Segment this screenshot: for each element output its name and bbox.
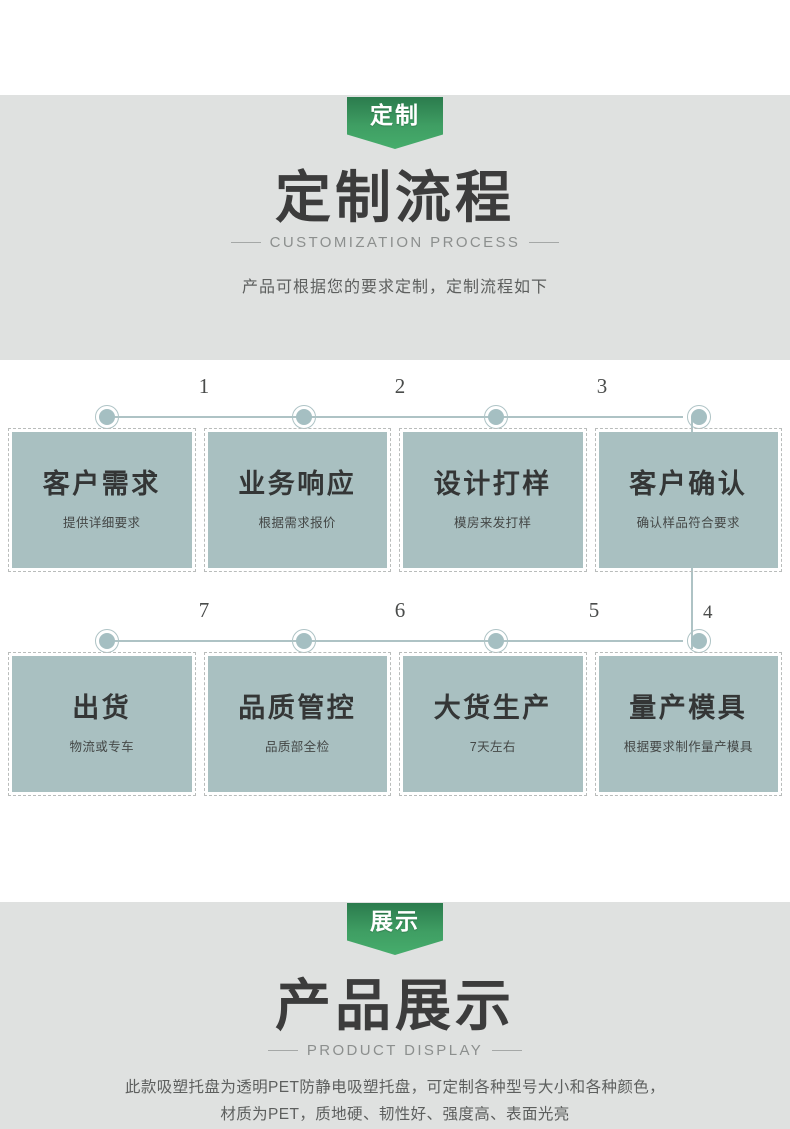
flow-card-5: 大货生产 7天左右 [399, 652, 587, 796]
product-description: 此款吸塑托盘为透明PET防静电吸塑托盘，可定制各种型号大小和各种颜色， 材质为P… [0, 1074, 790, 1128]
flow-card-row-2: 出货 物流或专车 品质管控 品质部全检 大货生产 7天左右 量产模具 [0, 652, 790, 796]
flow-card-5-subtitle: 7天左右 [469, 739, 516, 754]
flow-card-4-inner: 客户确认 确认样品符合要求 [598, 432, 778, 568]
flow-card-4-title: 客户确认 [629, 469, 748, 500]
customize-ribbon-label: 定制 [370, 102, 420, 128]
flow-step-number-2: 2 [394, 374, 406, 398]
rule-left-icon [230, 242, 261, 244]
flow-card-4-bottom-subtitle: 根据要求制作量产模具 [623, 739, 753, 754]
flow-card-7: 出货 物流或专车 [8, 652, 196, 796]
display-title-en-wrap: PRODUCT DISPLAY [0, 1042, 790, 1059]
flow-card-2: 业务响应 根据需求报价 [203, 428, 391, 572]
flow-card-6-inner: 品质管控 品质部全检 [207, 656, 387, 792]
timeline-track-row2 [107, 640, 683, 642]
flow-card-1-subtitle: 提供详细要求 [63, 515, 141, 530]
flow-step-number-6: 6 [394, 598, 406, 622]
flow-card-3-title: 设计打样 [433, 469, 552, 500]
flow-node-4-bottom [687, 629, 711, 653]
flow-step-number-5: 5 [588, 598, 600, 622]
flow-card-7-inner: 出货 物流或专车 [12, 656, 192, 792]
flow-step-number-1: 1 [198, 374, 210, 398]
flow-card-7-title: 出货 [72, 693, 132, 724]
flow-card-4: 客户确认 确认样品符合要求 [594, 428, 782, 572]
flow-node-3 [484, 405, 508, 429]
flow-card-4-bottom: 量产模具 根据要求制作量产模具 [594, 652, 782, 796]
flow-card-2-inner: 业务响应 根据需求报价 [207, 432, 387, 568]
flow-card-6-title: 品质管控 [238, 693, 357, 724]
flow-card-5-inner: 大货生产 7天左右 [403, 656, 583, 792]
customize-title-en-wrap: CUSTOMIZATION PROCESS [0, 234, 790, 251]
customize-title-cn: 定制流程 [275, 166, 515, 229]
flow-card-1-title: 客户需求 [42, 469, 161, 500]
flow-card-1-inner: 客户需求 提供详细要求 [12, 432, 192, 568]
flow-step-number-4: 4 [703, 602, 713, 623]
product-description-line-2: 材质为PET，质地硬、韧性好、强度高、表面光亮 [220, 1106, 570, 1123]
customization-flow: 1 2 3 客户需求 提供详细要求 业务响应 根据需求报价 设计打样 [0, 360, 790, 796]
flow-card-4-bottom-title: 量产模具 [629, 693, 748, 724]
flow-node-1 [95, 405, 119, 429]
rule-right-icon [492, 1050, 523, 1052]
flow-card-4-subtitle: 确认样品符合要求 [636, 515, 740, 530]
flow-card-2-subtitle: 根据需求报价 [258, 515, 336, 530]
customize-title-en: CUSTOMIZATION PROCESS [269, 234, 521, 252]
customize-heading: 定制流程 CUSTOMIZATION PROCESS 产品可根据您的要求定制，定… [0, 166, 790, 297]
flow-card-3-subtitle: 模房来发打样 [454, 515, 532, 530]
rule-left-icon [267, 1050, 298, 1052]
flow-step-number-3: 3 [596, 374, 608, 398]
flow-node-6 [292, 629, 316, 653]
flow-node-4-top [687, 405, 711, 429]
flow-timeline-row1: 1 2 3 [8, 360, 782, 429]
display-ribbon-label: 展示 [370, 908, 420, 934]
rule-right-icon [529, 242, 560, 244]
flow-timeline-row2: 7 6 5 4 [8, 584, 782, 653]
flow-card-7-subtitle: 物流或专车 [69, 739, 134, 754]
display-title-en: PRODUCT DISPLAY [306, 1042, 484, 1060]
flow-card-6: 品质管控 品质部全检 [203, 652, 391, 796]
flow-step-number-7: 7 [198, 598, 210, 622]
flow-node-7 [95, 629, 119, 653]
flow-card-6-subtitle: 品质部全检 [264, 739, 330, 754]
flow-card-5-title: 大货生产 [433, 693, 552, 724]
flow-card-1: 客户需求 提供详细要求 [8, 428, 196, 572]
flow-card-row-1: 客户需求 提供详细要求 业务响应 根据需求报价 设计打样 模房来发打样 客户确认 [0, 428, 790, 572]
product-description-line-1: 此款吸塑托盘为透明PET防静电吸塑托盘，可定制各种型号大小和各种颜色， [124, 1079, 666, 1096]
flow-card-4-bottom-inner: 量产模具 根据要求制作量产模具 [598, 656, 778, 792]
display-heading: 产品展示 PRODUCT DISPLAY [0, 974, 790, 1059]
customize-subtitle: 产品可根据您的要求定制，定制流程如下 [241, 279, 548, 297]
flow-node-2 [292, 405, 316, 429]
timeline-track-row1 [107, 416, 683, 418]
flow-card-2-title: 业务响应 [238, 469, 357, 500]
flow-card-3: 设计打样 模房来发打样 [399, 428, 587, 572]
flow-card-3-inner: 设计打样 模房来发打样 [403, 432, 583, 568]
display-title-cn: 产品展示 [275, 974, 515, 1037]
flow-node-5 [484, 629, 508, 653]
